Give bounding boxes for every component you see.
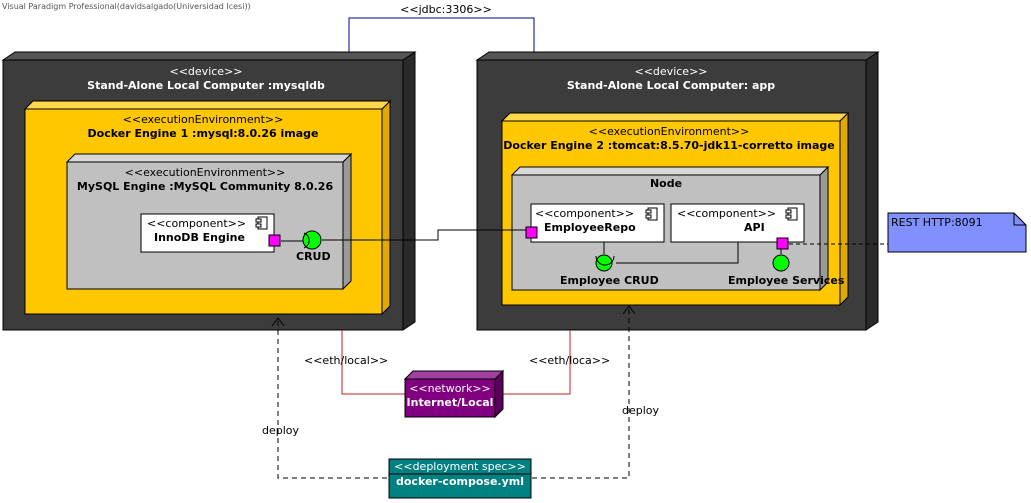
- deploy-right-label: deploy: [622, 404, 660, 417]
- deploy-right-dependency[interactable]: [531, 309, 630, 479]
- rest-note[interactable]: [887, 212, 1027, 253]
- employee-crud-label: Employee CRUD: [560, 274, 659, 287]
- component-icon: [645, 207, 658, 221]
- employee-crud-interface-icon[interactable]: [595, 254, 613, 272]
- device-left-name: Stand-Alone Local Computer :mysqldb: [87, 79, 325, 92]
- node-name: Node: [650, 177, 682, 190]
- employee-repo-stereotype: <<component>>: [535, 207, 634, 220]
- eth-right-connector[interactable]: [500, 330, 571, 395]
- arrow-up-icon: [622, 305, 636, 315]
- device-right-stereotype: <<device>>: [635, 65, 708, 78]
- employee-services-label: Employee Services: [728, 274, 845, 287]
- deployment-spec[interactable]: [388, 458, 532, 499]
- employee-services-interface-icon[interactable]: [772, 254, 790, 272]
- network-name: Internet/Local: [407, 396, 494, 409]
- eth-left-connector[interactable]: [341, 330, 405, 395]
- deployment-spec-stereotype: <<deployment spec>>: [394, 460, 526, 473]
- device-left-stereotype: <<device>>: [170, 65, 243, 78]
- employee-repo-component[interactable]: [530, 203, 665, 243]
- docker-right-stereotype: <<executionEnvironment>>: [589, 125, 750, 138]
- docker-right-name: Docker Engine 2 :tomcat:8.5.70-jdk11-cor…: [503, 139, 834, 152]
- docker-left-name: Docker Engine 1 :mysql:8.0.26 image: [88, 127, 319, 140]
- eth-right-label: <<eth/loca>>: [529, 354, 610, 367]
- device-right-name: Stand-Alone Local Computer: app: [567, 79, 775, 92]
- innodb-port[interactable]: [268, 234, 281, 247]
- api-name: API: [744, 221, 765, 234]
- watermark: Visual Paradigm Professional(davidsalgad…: [2, 2, 251, 11]
- jdbc-label: <<jdbc:3306>>: [400, 3, 492, 16]
- api-port[interactable]: [776, 237, 789, 250]
- arrow-up-icon: [271, 317, 285, 327]
- api-component[interactable]: [670, 203, 805, 243]
- innodb-component[interactable]: [140, 213, 275, 253]
- docker-left-stereotype: <<executionEnvironment>>: [123, 113, 284, 126]
- mysql-engine-name: MySQL Engine :MySQL Community 8.0.26: [77, 180, 334, 193]
- crud-label: CRUD: [296, 250, 331, 263]
- deploy-left-label: deploy: [262, 424, 300, 437]
- rest-note-text: REST HTTP:8091: [891, 216, 983, 229]
- eth-left-label: <<eth/local>>: [304, 354, 388, 367]
- deploy-left-dependency[interactable]: [277, 321, 389, 479]
- api-stereotype: <<component>>: [677, 207, 776, 220]
- employee-repo-port[interactable]: [525, 226, 538, 239]
- component-icon: [785, 207, 798, 221]
- component-icon: [255, 216, 268, 230]
- innodb-name: InnoDB Engine: [154, 231, 245, 244]
- employee-crud-link: [616, 242, 739, 264]
- deployment-spec-name: docker-compose.yml: [396, 475, 524, 488]
- network-stereotype: <<network>>: [409, 382, 491, 395]
- mysql-engine-stereotype: <<executionEnvironment>>: [125, 166, 286, 179]
- innodb-stereotype: <<component>>: [147, 217, 246, 230]
- crud-connection[interactable]: [322, 229, 526, 241]
- network-node[interactable]: [403, 369, 505, 419]
- employee-repo-name: EmployeeRepo: [544, 221, 636, 234]
